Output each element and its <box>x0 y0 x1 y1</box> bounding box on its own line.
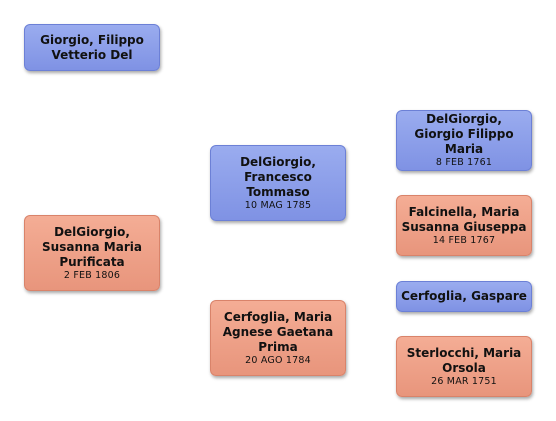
person-birth-date: 14 FEB 1767 <box>432 234 496 246</box>
person-card-cerfoglia-gaspare[interactable]: Cerfoglia, Gaspare <box>396 281 532 312</box>
person-birth-date: 26 MAR 1751 <box>431 375 497 387</box>
person-card-sterlocchi-maria-orsola[interactable]: Sterlocchi, Maria Orsola 26 MAR 1751 <box>396 336 532 397</box>
person-name: Cerfoglia, Maria Agnese Gaetana Prima <box>222 309 334 354</box>
person-birth-date: 8 FEB 1761 <box>435 157 493 168</box>
person-name: DelGiorgio, Giorgio Filippo Maria <box>414 112 514 156</box>
person-name: Sterlocchi, Maria Orsola <box>406 345 522 375</box>
person-card-falcinella-maria-susanna-giuseppa[interactable]: Falcinella, Maria Susanna Giuseppa 14 FE… <box>396 195 532 256</box>
person-card-cerfoglia-maria-agnese-gaetana-prima[interactable]: Cerfoglia, Maria Agnese Gaetana Prima 20… <box>210 300 346 376</box>
person-birth-date: 2 FEB 1806 <box>63 269 121 281</box>
person-name: Cerfoglia, Gaspare <box>401 289 527 303</box>
person-name: Giorgio, Filippo Vetterio Del <box>40 32 144 62</box>
person-birth-date: 10 MAG 1785 <box>244 199 312 211</box>
person-name: DelGiorgio, Susanna Maria Purificata <box>42 224 142 269</box>
person-name: DelGiorgio, Francesco Tommaso <box>240 154 316 199</box>
person-card-giorgio-filippo-vetterio-del[interactable]: Giorgio, Filippo Vetterio Del <box>24 24 160 71</box>
person-name: Falcinella, Maria Susanna Giuseppa <box>401 204 527 234</box>
person-card-delgiorgio-giorgio-filippo-maria[interactable]: DelGiorgio, Giorgio Filippo Maria 8 FEB … <box>396 110 532 171</box>
person-birth-date: 20 AGO 1784 <box>245 354 311 366</box>
person-card-delgiorgio-francesco-tommaso[interactable]: DelGiorgio, Francesco Tommaso 10 MAG 178… <box>210 145 346 221</box>
person-card-delgiorgio-susanna-maria-purificata[interactable]: DelGiorgio, Susanna Maria Purificata 2 F… <box>24 215 160 291</box>
